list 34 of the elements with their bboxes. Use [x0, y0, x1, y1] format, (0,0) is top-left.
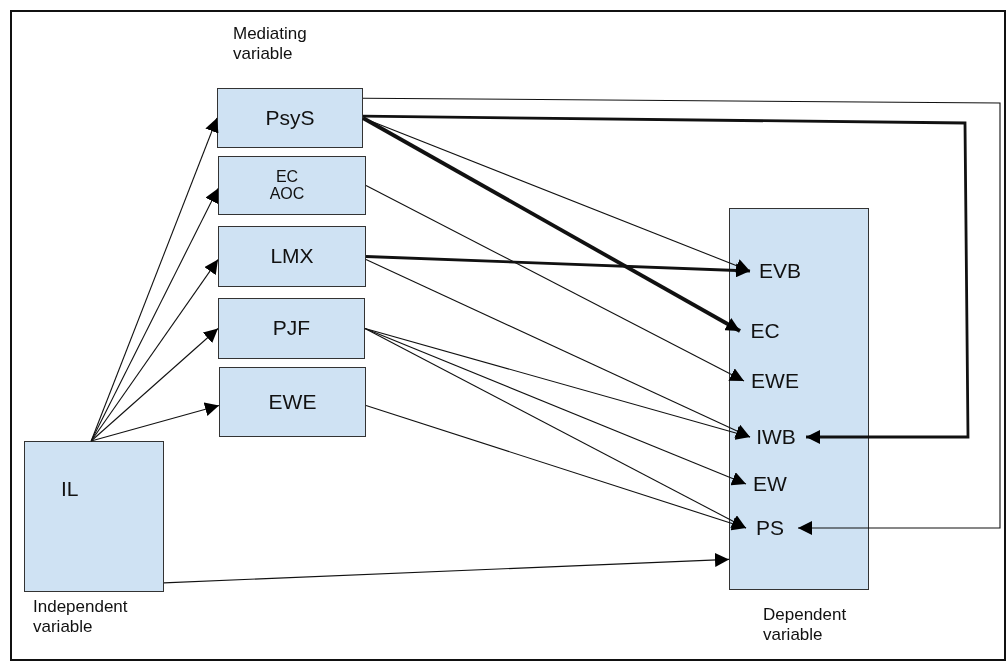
variable-name: PsyS [265, 106, 315, 129]
variable-box [219, 367, 366, 437]
arrow [365, 255, 751, 278]
arrow [90, 402, 220, 442]
variable-label: EC [740, 317, 790, 345]
variable-name: EWE [268, 390, 317, 413]
arrow [364, 327, 751, 440]
group-heading: Independent variable [33, 597, 129, 638]
arrow [90, 327, 219, 442]
variable-label: EWE [744, 367, 806, 395]
variable-label: EVB [750, 257, 810, 285]
variable-name: LMX [270, 245, 314, 268]
variable-box [218, 226, 366, 287]
arrow [365, 404, 747, 531]
variable-label: EW [746, 470, 794, 498]
variable-name: IL [61, 478, 79, 501]
group-heading: Dependent variable [763, 605, 848, 646]
arrow [90, 259, 219, 442]
variable-label: PS [746, 514, 794, 542]
arrow [362, 97, 1001, 535]
variable-box [218, 156, 366, 215]
variable-name: PJF [272, 317, 311, 340]
variable-box [217, 88, 363, 148]
variable-label: IWB [750, 423, 802, 451]
variable-name: EC AOC [268, 168, 306, 203]
group-heading: Mediating variable [233, 24, 308, 65]
arrow [363, 114, 970, 444]
arrow [362, 116, 741, 333]
arrow [163, 553, 730, 584]
arrow [365, 259, 751, 438]
arrow [364, 327, 747, 529]
variable-box [218, 298, 365, 359]
arrow [90, 187, 219, 442]
arrow [365, 184, 745, 382]
